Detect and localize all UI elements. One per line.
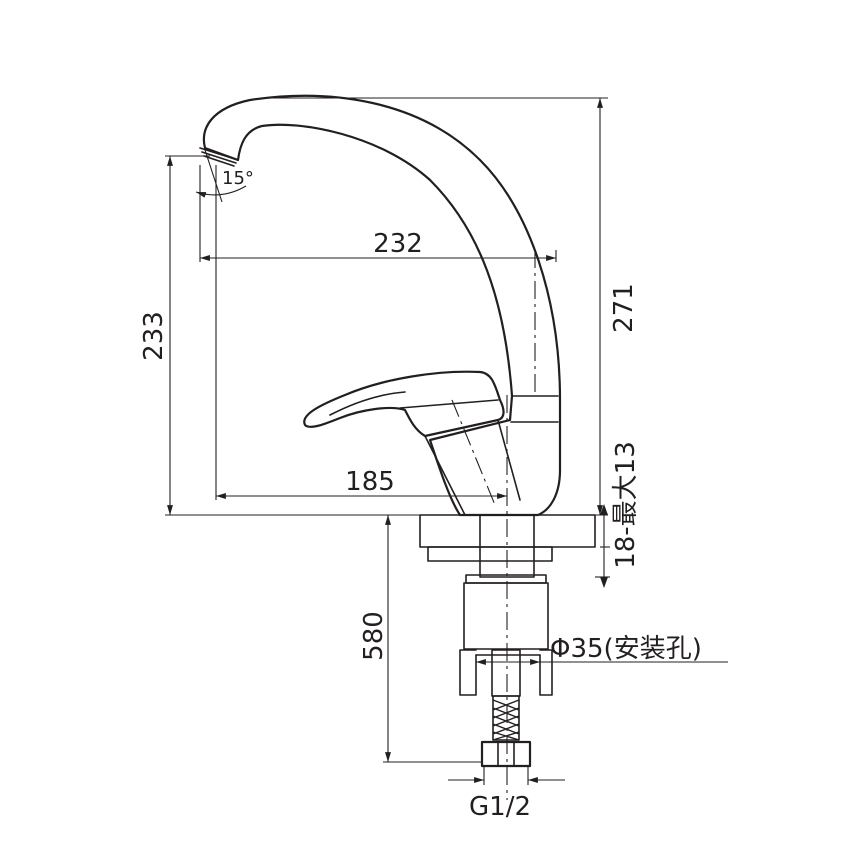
- lock-nut-wings: [459, 649, 553, 696]
- braided-hose: [492, 695, 520, 741]
- lever-base-line: [399, 399, 499, 409]
- dim-lever-reach: 185: [216, 467, 507, 499]
- dim-spout-height: 233: [139, 156, 173, 515]
- lock-nut-body: [463, 582, 549, 650]
- dim-thread-label: G1/2: [469, 792, 531, 822]
- dim-mount-hole-label: Φ35(安装孔): [550, 634, 702, 664]
- centerline-cartridge: [451, 399, 496, 506]
- dim-hose-length-label: 580: [359, 611, 389, 661]
- mount-nut-top: [427, 546, 553, 562]
- lever-handle: [303, 370, 505, 438]
- dim-lever-reach-label: 185: [345, 467, 395, 497]
- lever-highlight: [329, 391, 406, 416]
- hose-nut: [480, 740, 532, 768]
- center-lines: [451, 250, 536, 800]
- dim-spout-angle-label: 15°: [222, 168, 254, 189]
- dim-counter-thickness-label: 18-最大13: [611, 441, 641, 569]
- dim-hose-length: 580: [359, 515, 391, 762]
- dim-total-height: 271: [597, 98, 639, 515]
- dim-thread: G1/2: [448, 777, 565, 822]
- faucet-body: [199, 94, 596, 768]
- cartridge-body: [424, 419, 521, 516]
- dim-total-height-label: 271: [609, 283, 639, 333]
- dim-spout-reach-label: 232: [373, 229, 423, 259]
- hose-collar: [491, 649, 521, 697]
- dim-spout-angle: 15°: [195, 149, 254, 203]
- dim-counter-thickness: 18-最大13: [600, 441, 641, 588]
- dim-mount-hole: Φ35(安装孔): [476, 634, 728, 665]
- aerator: [199, 147, 239, 167]
- dim-spout-height-label: 233: [139, 311, 169, 361]
- dim-spout-reach: 232: [200, 229, 556, 261]
